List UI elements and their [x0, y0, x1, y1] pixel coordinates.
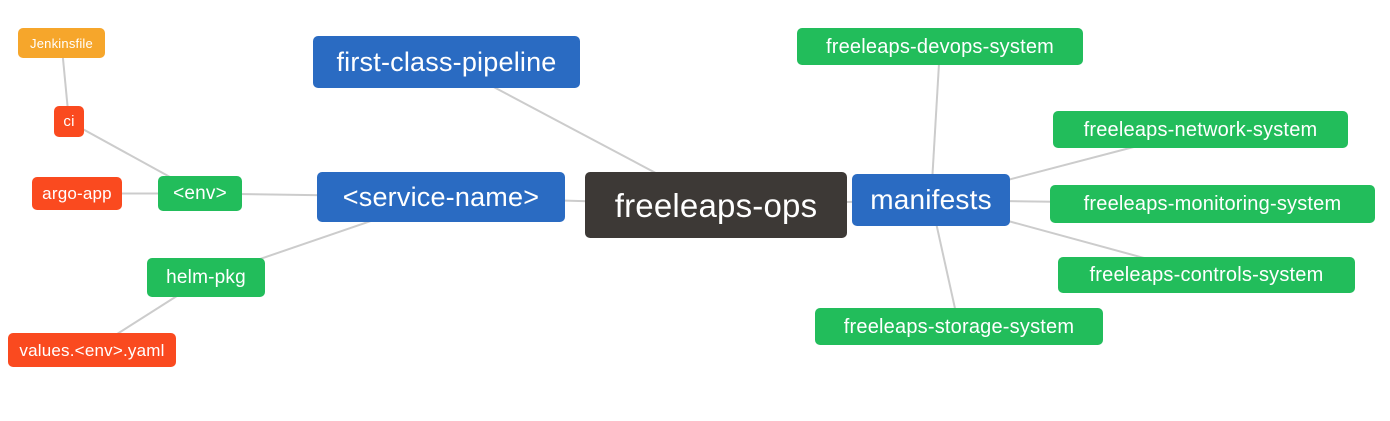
node-freeleaps-devops-system[interactable]: freeleaps-devops-system: [797, 28, 1083, 65]
node-manifests[interactable]: manifests: [852, 174, 1010, 226]
node-freeleaps-monitoring-system[interactable]: freeleaps-monitoring-system: [1050, 185, 1375, 223]
node-env[interactable]: <env>: [158, 176, 242, 211]
node-values-env-yaml[interactable]: values.<env>.yaml: [8, 333, 176, 367]
node-first-class-pipeline[interactable]: first-class-pipeline: [313, 36, 580, 88]
node-freeleaps-network-system[interactable]: freeleaps-network-system: [1053, 111, 1348, 148]
node-freeleaps-controls-system[interactable]: freeleaps-controls-system: [1058, 257, 1355, 293]
node-freeleaps-storage-system[interactable]: freeleaps-storage-system: [815, 308, 1103, 345]
node-freeleaps-ops[interactable]: freeleaps-ops: [585, 172, 847, 238]
node-ci[interactable]: ci: [54, 106, 84, 137]
node-service-name[interactable]: <service-name>: [317, 172, 565, 222]
node-jenkinsfile[interactable]: Jenkinsfile: [18, 28, 105, 58]
node-argo-app[interactable]: argo-app: [32, 177, 122, 210]
node-helm-pkg[interactable]: helm-pkg: [147, 258, 265, 297]
